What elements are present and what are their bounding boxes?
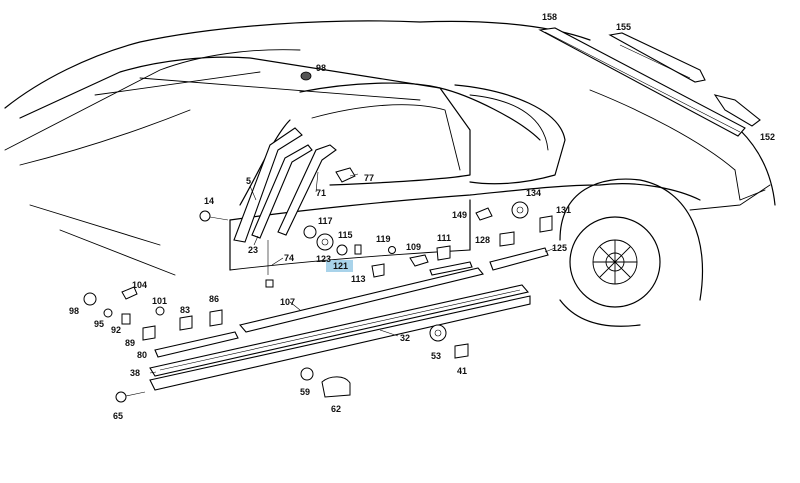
part-label[interactable]: 109 — [406, 242, 421, 252]
part-label[interactable]: 101 — [152, 296, 167, 306]
part-label[interactable]: 41 — [457, 366, 467, 376]
clip-109-part — [409, 254, 429, 267]
clip-121 — [336, 244, 348, 256]
rocker-molding-32 — [149, 284, 530, 377]
grommet-53 — [429, 324, 447, 342]
part-label[interactable]: 83 — [180, 305, 190, 315]
clip-95 — [103, 308, 113, 318]
clip-98-top — [300, 71, 312, 81]
clip-119 — [388, 246, 396, 254]
rear-molding-125 — [489, 247, 549, 271]
part-label[interactable]: 113 — [351, 274, 366, 284]
part-label[interactable]: 38 — [130, 368, 140, 378]
clip-41 — [454, 343, 469, 359]
short-strip-109 — [429, 261, 473, 276]
part-label[interactable]: 149 — [452, 210, 467, 220]
front-molding-80 — [154, 331, 239, 358]
part-label[interactable]: 80 — [137, 350, 147, 360]
pillar-trim-5 — [233, 127, 303, 243]
part-label[interactable]: 98 — [316, 63, 326, 73]
pin-149 — [475, 207, 493, 221]
grommet-117 — [303, 225, 317, 239]
clip-98-left — [83, 292, 97, 306]
part-label-highlighted[interactable]: 121 — [333, 261, 348, 271]
part-label[interactable]: 158 — [542, 12, 557, 22]
clip-89 — [142, 325, 156, 341]
car-body-outline — [4, 20, 776, 327]
end-cap-152 — [713, 94, 761, 127]
clip-86 — [209, 309, 223, 327]
part-label[interactable]: 123 — [316, 254, 331, 264]
clip-92 — [121, 313, 131, 325]
part-label[interactable]: 125 — [552, 243, 567, 253]
clip-128 — [499, 231, 515, 247]
part-labels: 158 155 152 98 77 5 71 14 23 117 115 123… — [69, 12, 775, 421]
part-label[interactable]: 65 — [113, 411, 123, 421]
washer-115 — [316, 233, 334, 251]
pin-104 — [121, 286, 138, 300]
part-label[interactable]: 117 — [318, 216, 333, 226]
clip-83 — [179, 315, 193, 331]
screw-77 — [335, 167, 359, 183]
part-label[interactable]: 23 — [248, 245, 258, 255]
part-label[interactable]: 104 — [132, 280, 147, 290]
grommet-134 — [511, 201, 529, 219]
square-74 — [265, 279, 274, 288]
bracket-62 — [321, 376, 351, 398]
rocker-molding-38 — [149, 295, 531, 391]
leader-lines — [149, 171, 556, 374]
clip-131 — [539, 215, 553, 233]
part-label[interactable]: 155 — [616, 22, 631, 32]
part-label[interactable]: 5 — [246, 176, 251, 186]
part-label[interactable]: 111 — [437, 233, 451, 243]
part-label[interactable]: 89 — [125, 338, 135, 348]
part-label[interactable]: 107 — [280, 297, 295, 307]
part-label[interactable]: 32 — [400, 333, 410, 343]
grommet-59 — [300, 367, 314, 381]
pillar-trim-71 — [277, 144, 337, 236]
part-label[interactable]: 53 — [431, 351, 441, 361]
part-label[interactable]: 98 — [69, 306, 79, 316]
pillar-trim-23 — [251, 144, 313, 239]
part-label[interactable]: 86 — [209, 294, 219, 304]
roof-molding-158 — [538, 27, 746, 137]
part-label[interactable]: 152 — [760, 132, 775, 142]
clip-111 — [436, 245, 451, 261]
part-label[interactable]: 74 — [284, 253, 294, 263]
highlight-box — [326, 260, 353, 272]
clip-113 — [371, 263, 385, 278]
part-label[interactable]: 95 — [94, 319, 104, 329]
part-label[interactable]: 77 — [364, 173, 374, 183]
clip-101 — [155, 306, 165, 316]
part-label[interactable]: 62 — [331, 404, 341, 414]
part-label[interactable]: 92 — [111, 325, 121, 335]
part-label[interactable]: 115 — [338, 230, 353, 240]
clip-123 — [354, 244, 362, 255]
part-label[interactable]: 71 — [316, 188, 326, 198]
part-label[interactable]: 59 — [300, 387, 310, 397]
part-label[interactable]: 134 — [526, 188, 541, 198]
part-label[interactable]: 128 — [475, 235, 490, 245]
roof-trim-155 — [608, 32, 706, 83]
part-label[interactable]: 14 — [204, 196, 214, 206]
screw-65 — [115, 391, 146, 403]
screw-14 — [199, 210, 229, 222]
part-label[interactable]: 119 — [376, 234, 391, 244]
door-molding-107 — [238, 267, 484, 333]
part-label[interactable]: 131 — [556, 205, 571, 215]
